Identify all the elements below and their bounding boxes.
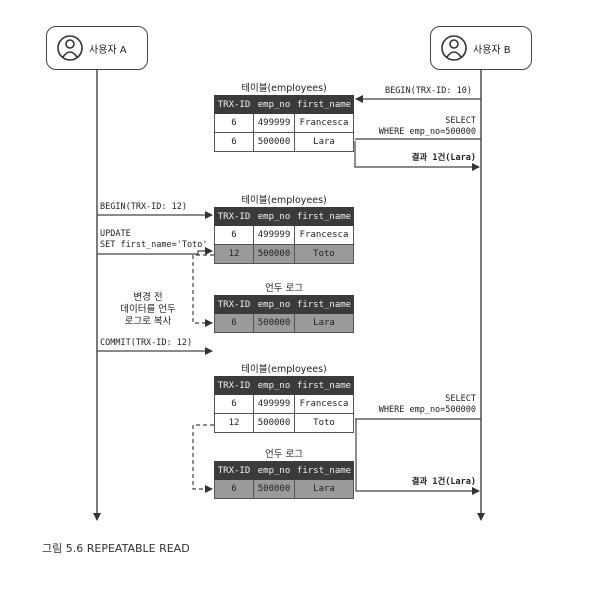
figure-caption: 그림 5.6 REPEATABLE READ	[42, 542, 190, 555]
cell: 500000	[253, 313, 295, 333]
cell: Lara	[294, 313, 354, 333]
cell: 499999	[253, 113, 295, 133]
table2-caption: 테이블(employees)	[241, 195, 327, 206]
actor-a-label: 사용자 A	[89, 44, 127, 56]
column-header: first_name	[294, 207, 354, 226]
b-select1-line2: WHERE emp_no=500000	[378, 127, 476, 137]
cell: 6	[214, 225, 254, 245]
column-header: TRX-ID	[214, 295, 254, 314]
column-header: emp_no	[253, 295, 295, 314]
note-line3: 로그로 복사	[124, 316, 172, 327]
actor-a: 사용자 A	[46, 26, 148, 70]
cell: 6	[214, 132, 254, 152]
cell: 499999	[253, 225, 295, 245]
cell: Francesca	[294, 225, 354, 245]
undo-log1-caption: 언두 로그	[265, 283, 303, 294]
person-icon	[441, 35, 467, 61]
cell: 500000	[253, 479, 295, 499]
cell: Francesca	[294, 394, 354, 414]
undo-copy-note: 변경 전 데이터를 언두 로그로 복사	[105, 292, 191, 328]
table4-caption: 테이블(employees)	[241, 364, 327, 375]
cell: 500000	[253, 244, 295, 264]
person-icon	[57, 35, 83, 61]
cell: Toto	[294, 413, 354, 433]
arrow-undo-copy	[192, 254, 214, 327]
arrow-undo-link	[192, 424, 214, 493]
b-select2-line2: WHERE emp_no=500000	[378, 405, 476, 415]
a-commit-label: COMMIT(TRX-ID: 12)	[100, 338, 193, 348]
cell: 6	[214, 479, 254, 499]
column-header: emp_no	[253, 376, 295, 395]
actor-b-label: 사용자 B	[473, 44, 511, 56]
cell: 6	[214, 394, 254, 414]
cell: 6	[214, 313, 254, 333]
column-header: TRX-ID	[214, 376, 254, 395]
a-update-line1: UPDATE	[100, 229, 131, 239]
column-header: first_name	[294, 95, 354, 114]
b-result2-label: 결과 1건(Lara)	[411, 477, 476, 487]
actor-b: 사용자 B	[430, 26, 532, 70]
arrow-b-result2	[355, 419, 480, 495]
cell: Toto	[294, 244, 354, 264]
cell: 500000	[253, 413, 295, 433]
cell: 500000	[253, 132, 295, 152]
column-header: first_name	[294, 376, 354, 395]
cell: Francesca	[294, 113, 354, 133]
column-header: emp_no	[253, 95, 295, 114]
column-header: emp_no	[253, 461, 295, 480]
column-header: first_name	[294, 295, 354, 314]
column-header: TRX-ID	[214, 95, 254, 114]
column-header: emp_no	[253, 207, 295, 226]
cell: 6	[214, 113, 254, 133]
cell: 12	[214, 413, 254, 433]
column-header: TRX-ID	[214, 461, 254, 480]
a-update-line2: SET first_name='Toto'	[100, 240, 208, 250]
b-select1-line1: SELECT	[445, 116, 476, 126]
arrow-b-result1	[354, 141, 480, 171]
cell: Lara	[294, 132, 354, 152]
b-result1-label: 결과 1건(Lara)	[411, 153, 476, 163]
b-select2-line1: SELECT	[445, 394, 476, 404]
note-line1: 변경 전	[133, 292, 163, 303]
cell: 499999	[253, 394, 295, 414]
arrow-a-update	[97, 247, 213, 255]
undo-log2-caption: 언두 로그	[265, 449, 303, 460]
column-header: first_name	[294, 461, 354, 480]
b-begin-label: BEGIN(TRX-ID: 10)	[385, 86, 472, 96]
note-line2: 데이터를 언두	[120, 304, 176, 315]
cell: Lara	[294, 479, 354, 499]
table1-caption: 테이블(employees)	[241, 83, 327, 94]
a-begin-label: BEGIN(TRX-ID: 12)	[100, 202, 187, 212]
cell: 12	[214, 244, 254, 264]
column-header: TRX-ID	[214, 207, 254, 226]
